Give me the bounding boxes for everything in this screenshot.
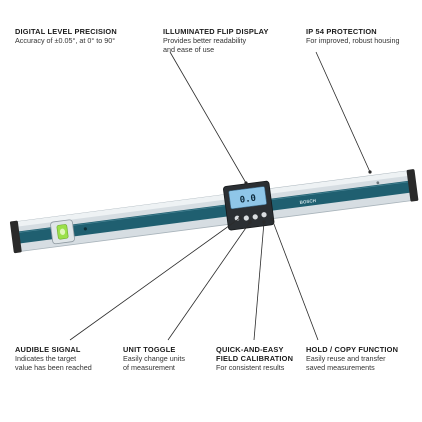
callout-hold-copy: HOLD / COPY FUNCTION Easily reuse and tr… <box>306 345 398 372</box>
callout-desc: For improved, robust housing <box>306 36 400 45</box>
left-end-cap <box>9 220 22 254</box>
callout-title: ILLUMINATED FLIP DISPLAY <box>163 27 269 36</box>
brand-logo: BOSCH <box>299 198 316 205</box>
callout-desc: Easily reuse and transfer <box>306 354 386 363</box>
leader-calibration <box>253 221 265 341</box>
leader-dots <box>238 170 372 224</box>
callout-desc: For consistent results <box>216 363 285 372</box>
callout-desc: Provides better readability <box>163 36 247 45</box>
callout-desc: and ease of use <box>163 45 215 54</box>
leader-lines <box>69 51 371 341</box>
leader-audible <box>69 217 241 341</box>
leader-hold-copy <box>271 218 319 341</box>
speaker-hole <box>83 227 87 231</box>
hold-button <box>261 212 267 218</box>
callout-unit-toggle: UNIT TOGGLE Easily change units of measu… <box>123 345 185 372</box>
callout-desc: value has been reached <box>15 363 92 372</box>
callout-title: UNIT TOGGLE <box>123 345 176 354</box>
callout-flip-display: ILLUMINATED FLIP DISPLAY Provides better… <box>163 27 269 54</box>
lcd-screen <box>228 186 267 210</box>
calibration-button <box>252 214 258 220</box>
digital-level-body: 0.0 BOSCH <box>9 169 419 254</box>
level-teal-band <box>15 180 414 244</box>
callout-desc: of measurement <box>123 363 175 372</box>
leader-ip54 <box>315 51 371 173</box>
level-top-edge <box>13 170 412 227</box>
callout-title: AUDIBLE SIGNAL <box>15 345 81 354</box>
housing-screw <box>376 181 380 185</box>
callout-title: IP 54 PROTECTION <box>306 27 377 36</box>
callout-desc: Easily change units <box>123 354 185 363</box>
callout-title: HOLD / COPY FUNCTION <box>306 345 399 354</box>
callout-title: QUICK-AND-EASY <box>216 345 284 354</box>
callout-desc: Indicates the target <box>15 354 77 363</box>
callout-audible-signal: AUDIBLE SIGNAL Indicates the target valu… <box>15 345 92 372</box>
callout-ip54: IP 54 PROTECTION For improved, robust ho… <box>306 27 399 45</box>
leader-unit-toggle <box>167 221 251 341</box>
leader-flip-display <box>169 51 247 184</box>
callout-title: FIELD CALIBRATION <box>216 354 294 363</box>
unit-button <box>243 215 249 221</box>
callout-desc: Accuracy of ±0.05°, at 0° to 90° <box>15 36 116 45</box>
callout-field-calibration: QUICK-AND-EASY FIELD CALIBRATION For con… <box>216 345 293 372</box>
callout-digital-level: DIGITAL LEVEL PRECISION Accuracy of ±0.0… <box>15 27 117 45</box>
bubble <box>59 228 66 236</box>
lcd-reading: 0.0 <box>239 194 256 206</box>
right-end-cap <box>406 169 419 202</box>
callout-title: DIGITAL LEVEL PRECISION <box>15 27 117 36</box>
callout-desc: saved measurements <box>306 363 375 372</box>
